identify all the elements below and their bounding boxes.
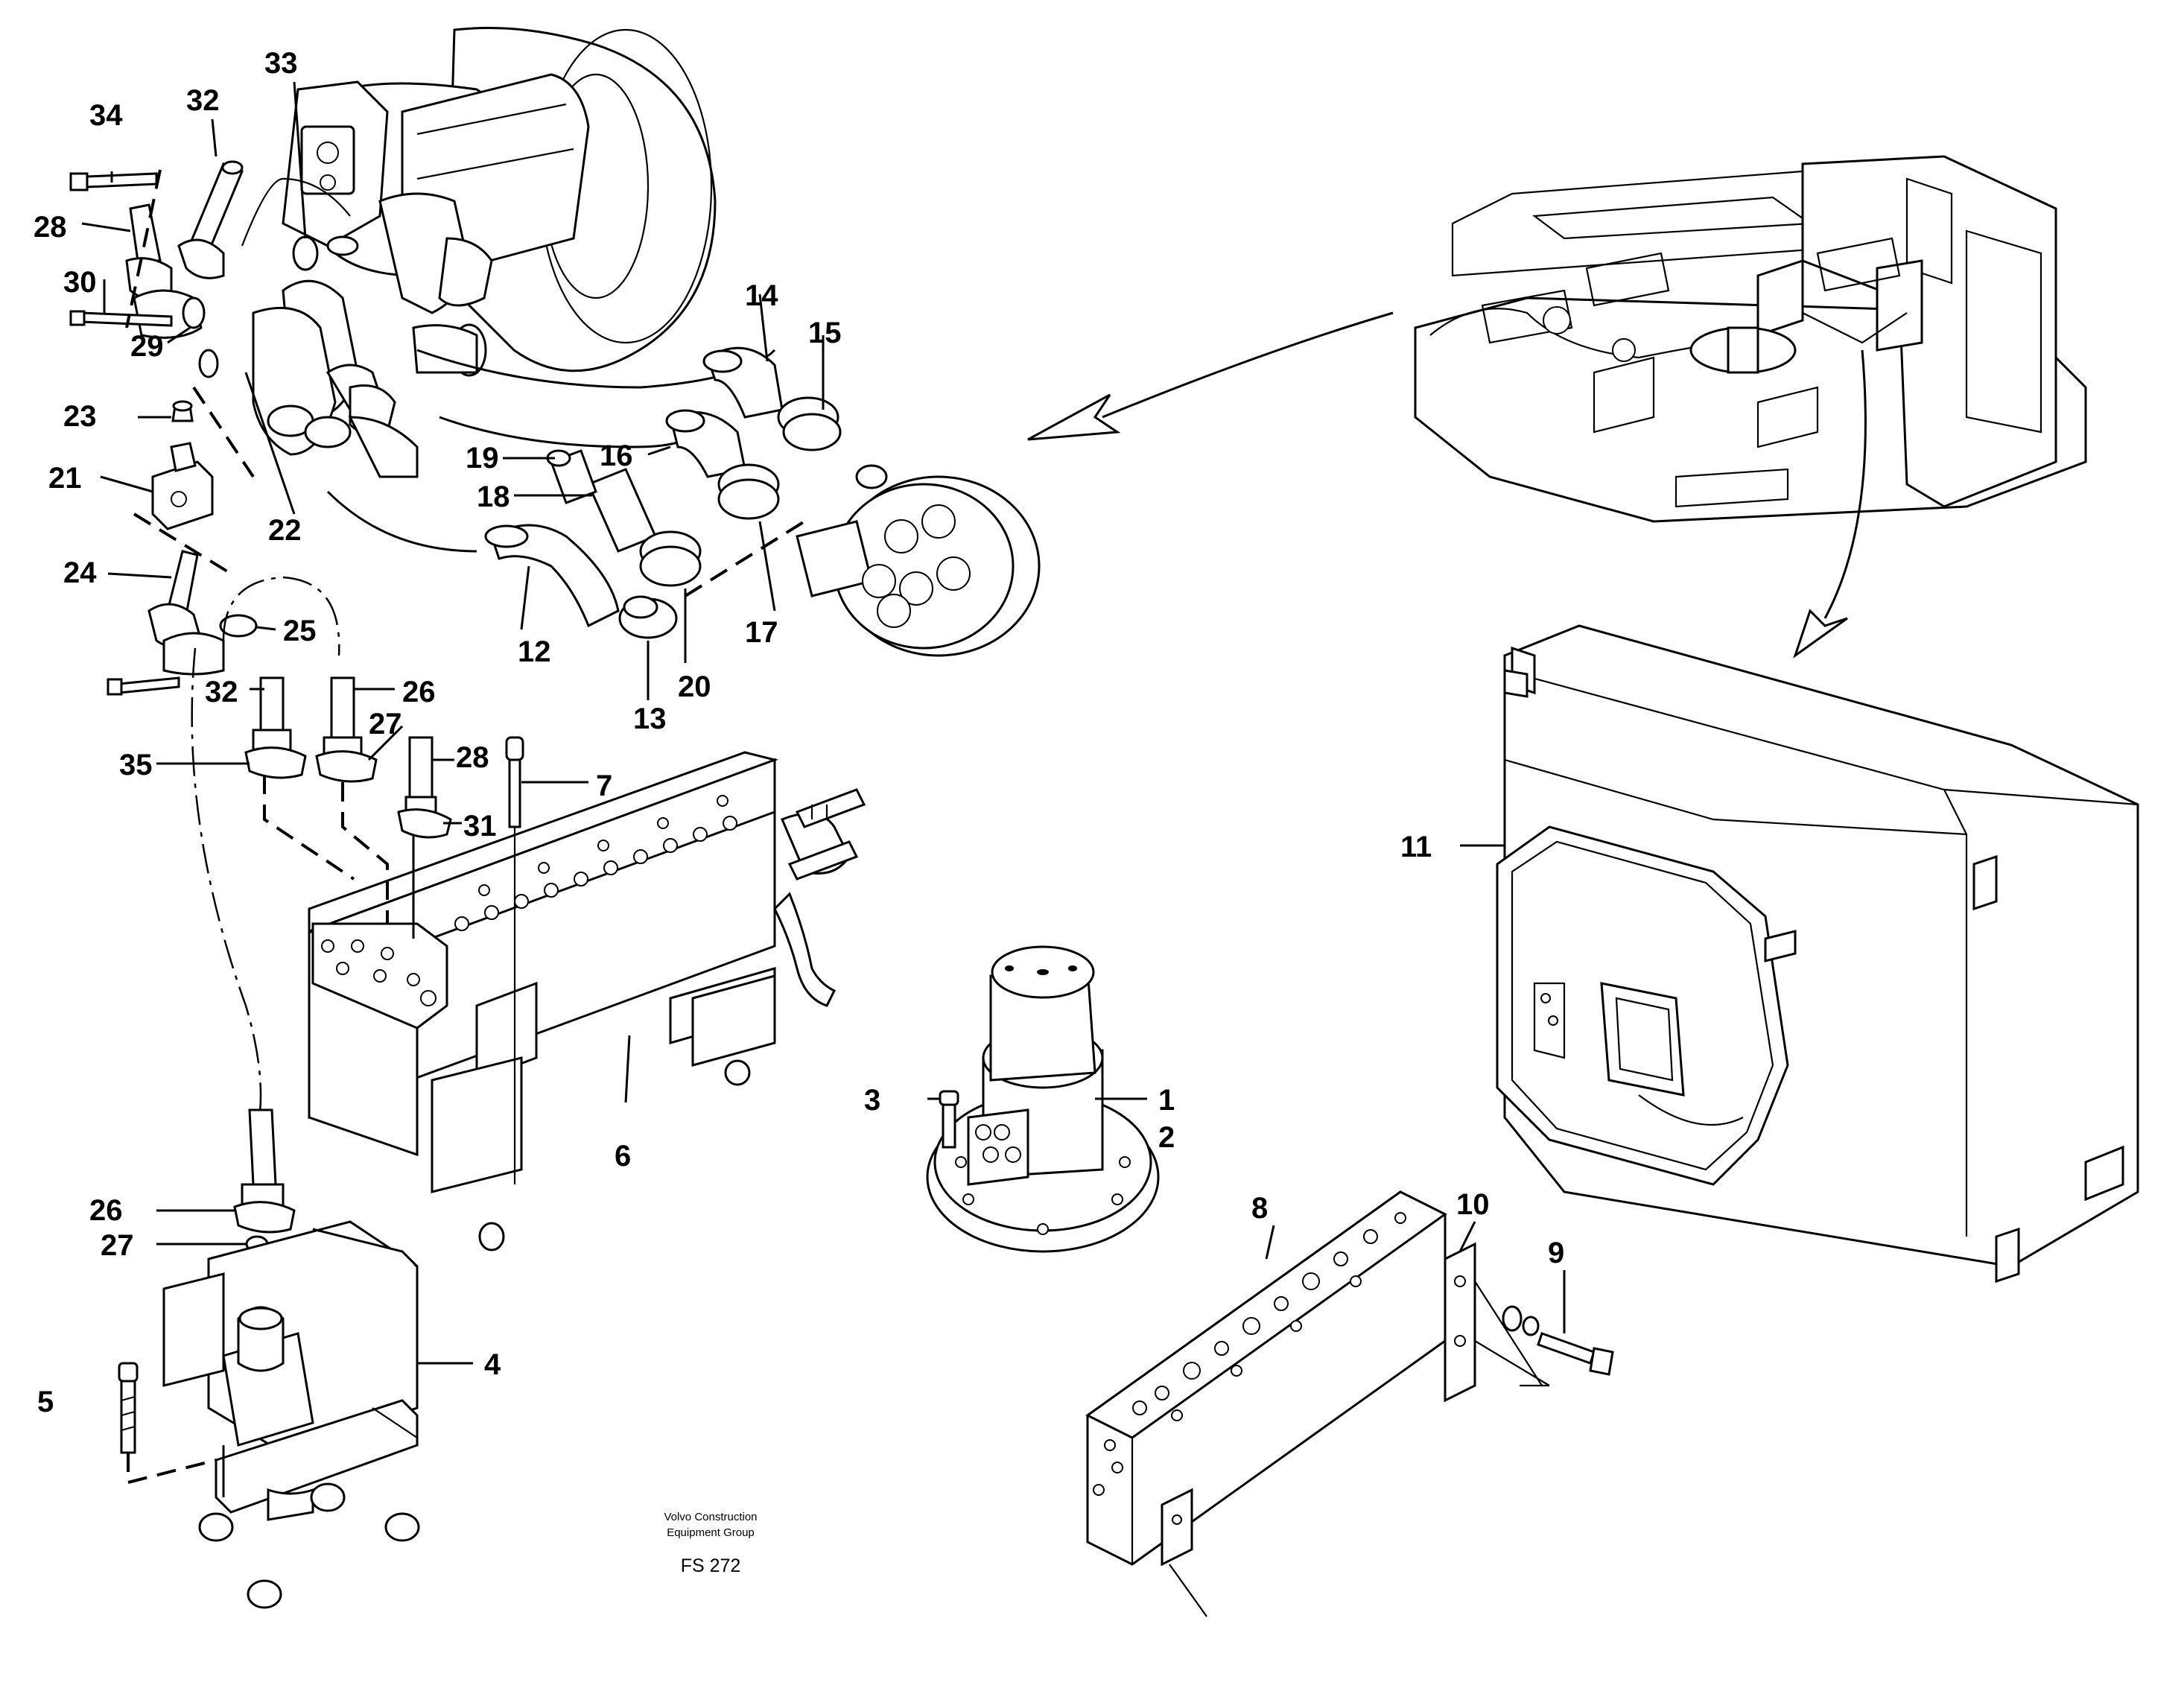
callout-22: 22: [268, 514, 302, 547]
hose-28-connector: [397, 736, 452, 839]
clamp-17: [717, 463, 780, 520]
o-ring-33: [292, 235, 319, 271]
callout-18: 18: [477, 480, 510, 513]
callout-32-top: 32: [186, 84, 220, 117]
dash-line-27: [341, 782, 389, 924]
callout-2: 2: [1158, 1121, 1175, 1154]
callout-34: 34: [89, 99, 123, 132]
bolt-5: [118, 1362, 139, 1454]
callout-28-top: 28: [34, 211, 67, 244]
callout-26-mid: 26: [402, 676, 436, 708]
clamp-20: [639, 530, 702, 587]
callout-33: 33: [264, 47, 298, 80]
hose-run-24: [222, 576, 340, 656]
callout-24: 24: [63, 556, 97, 589]
bolt-7: [505, 736, 524, 1184]
drawing-caption: Volvo Construction Equipment Group FS 27…: [664, 1511, 757, 1576]
callout-30: 30: [63, 266, 97, 299]
arrow-to-detail-left: [1027, 311, 1394, 441]
hose-26-lower: [233, 1108, 296, 1234]
hose-14: [702, 346, 784, 419]
callout-20: 20: [678, 670, 711, 703]
callout-15: 15: [808, 317, 842, 349]
callout-17: 17: [745, 616, 778, 649]
rotary-joint-1: [926, 945, 1160, 1253]
callout-3: 3: [864, 1084, 880, 1117]
hose-19: [546, 449, 597, 504]
arrow-to-detail-down: [1793, 349, 1867, 659]
clamp-15: [777, 396, 842, 451]
callout-labels: 34 32 33 28 30 29 23 21 22 24 25 32 26 2…: [34, 47, 1564, 1418]
callout-28-mid: 28: [456, 741, 489, 774]
hose-16: [665, 409, 746, 478]
valve-4: [162, 1220, 420, 1609]
callout-21: 21: [48, 462, 82, 495]
callout-25: 25: [283, 615, 317, 647]
machine-overview: [1414, 155, 2087, 523]
figure-code: FS 272: [681, 1555, 741, 1576]
publisher-line-2: Equipment Group: [667, 1526, 755, 1539]
callout-14: 14: [745, 279, 778, 312]
callout-27-mid: 27: [369, 708, 402, 740]
callout-1: 1: [1158, 1084, 1175, 1117]
callout-5: 5: [37, 1386, 54, 1418]
block-21: [151, 442, 214, 530]
callout-6: 6: [615, 1140, 631, 1173]
dash-line-21-25: [133, 513, 232, 575]
publisher-line-1: Volvo Construction: [664, 1511, 757, 1523]
hose-18: [586, 468, 658, 553]
callout-16: 16: [600, 440, 633, 472]
callout-26-low: 26: [89, 1194, 123, 1227]
hose-24: [107, 550, 225, 696]
o-ring-22: [198, 349, 219, 378]
hydraulic-block-6: [308, 751, 866, 1251]
heater-unit-11: [1496, 624, 2139, 1284]
dash-line-21-22: [192, 386, 255, 478]
screw-23: [171, 400, 194, 422]
hose-12: [484, 524, 620, 628]
callout-9: 9: [1548, 1237, 1564, 1269]
callout-27-low: 27: [101, 1229, 134, 1262]
callout-8: 8: [1251, 1192, 1268, 1225]
connection-plate: [796, 464, 1041, 657]
dash-line-35: [263, 775, 355, 881]
clamp-13: [618, 595, 678, 639]
callout-31: 31: [463, 810, 497, 843]
dash-line-5: [127, 1453, 217, 1485]
hose-26-connector: [315, 676, 378, 783]
block-6-holes: [454, 795, 737, 931]
screw-3: [939, 1090, 959, 1149]
callout-12: 12: [518, 635, 551, 668]
o-ring-29: [182, 296, 206, 329]
callout-32-mid: 32: [205, 676, 238, 708]
leader-lines: [81, 81, 1566, 1365]
callout-11: 11: [1400, 831, 1432, 863]
clamp-30: [69, 289, 203, 339]
callout-19: 19: [466, 442, 499, 475]
dash-line-17-20: [684, 520, 806, 597]
bolt-34: [69, 172, 158, 191]
engine-heater-assembly: [252, 27, 776, 553]
callout-4: 4: [484, 1348, 501, 1381]
callout-13: 13: [633, 702, 667, 735]
callout-35: 35: [119, 749, 153, 781]
hose-run-26: [191, 647, 262, 1133]
callout-10: 10: [1456, 1188, 1490, 1221]
callout-29: 29: [130, 330, 164, 363]
bolt-9: [1502, 1305, 1614, 1376]
dash-line-34: [125, 169, 162, 329]
bracket-10: [1161, 1242, 1550, 1617]
hose-32-connector: [244, 676, 307, 779]
callout-7: 7: [596, 770, 612, 802]
callout-23: 23: [63, 400, 97, 433]
o-ring-25: [219, 614, 258, 638]
manifold-8: [1085, 1190, 1447, 1566]
hose-32-top: [177, 160, 351, 279]
